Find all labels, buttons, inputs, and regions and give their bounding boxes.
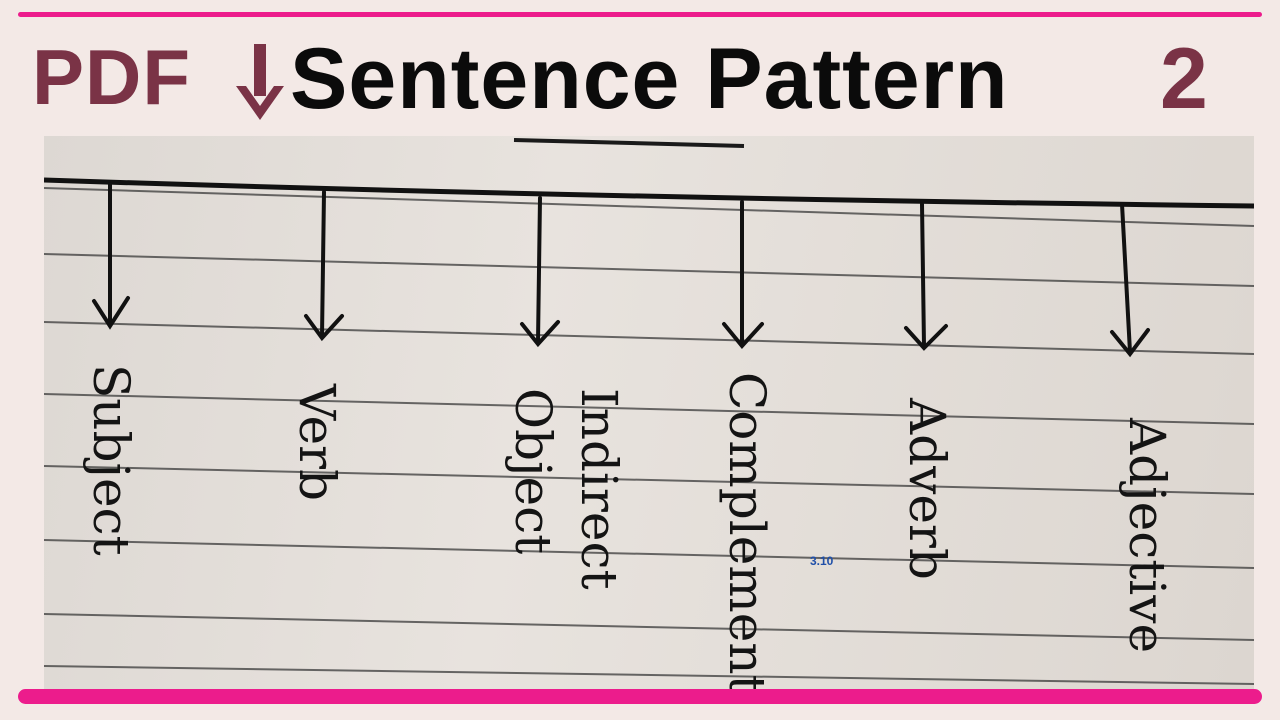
download-arrow-icon <box>236 44 284 120</box>
label-object: Object <box>504 388 562 555</box>
top-accent-rule <box>18 12 1262 17</box>
pdf-label: PDF <box>32 33 191 121</box>
notebook-photo: Subject Verb Indirect Object Complement … <box>44 136 1254 690</box>
label-complement: Complement <box>718 372 776 690</box>
timestamp-label: 3.10 <box>810 554 834 568</box>
title-number: 2 <box>1160 31 1208 127</box>
page-title: Sentence Pattern <box>290 31 1009 127</box>
label-indirect: Indirect <box>570 388 628 590</box>
bottom-accent-rule <box>18 689 1262 704</box>
notebook-lines <box>44 138 1254 685</box>
label-subject: Subject <box>82 364 140 556</box>
label-verb: Verb <box>288 384 346 502</box>
label-adjective: Adjective <box>1118 418 1176 654</box>
label-adverb: Adverb <box>898 398 956 580</box>
